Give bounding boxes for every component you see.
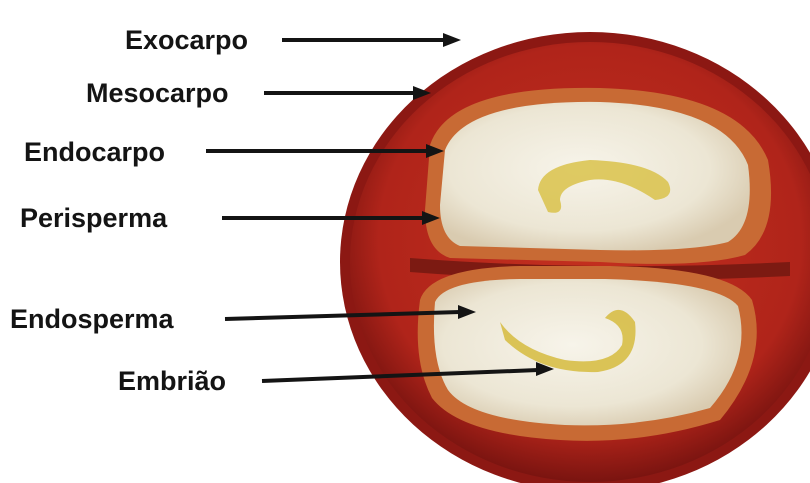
label-exocarpo: Exocarpo	[125, 27, 248, 54]
label-mesocarpo: Mesocarpo	[86, 80, 229, 107]
label-embriao: Embrião	[118, 368, 226, 395]
label-endosperma: Endosperma	[10, 306, 174, 333]
label-perisperma: Perisperma	[20, 205, 167, 232]
lower-endosperm	[434, 279, 742, 425]
label-endocarpo: Endocarpo	[24, 139, 165, 166]
arrow-exocarpo-head	[443, 33, 461, 47]
